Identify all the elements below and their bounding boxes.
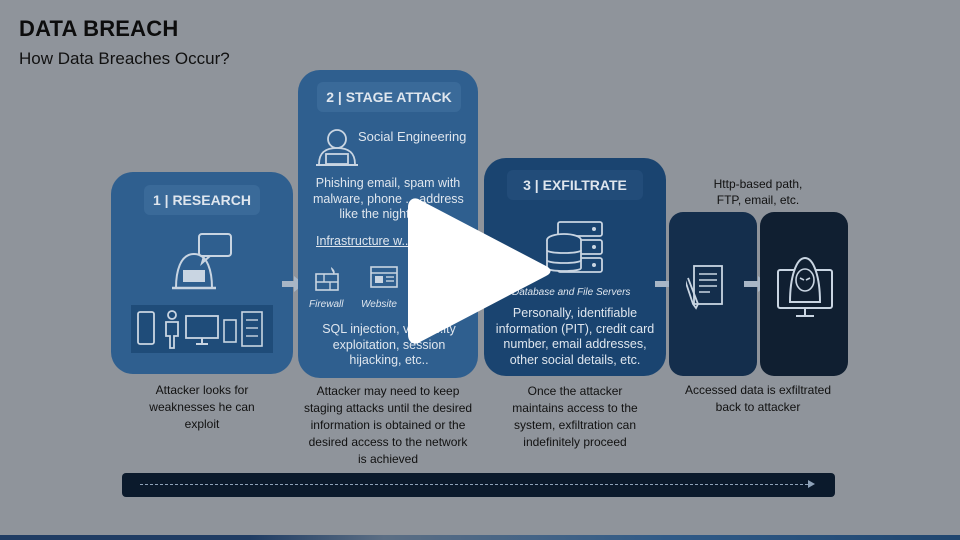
- timeline-arrow-head: [808, 480, 815, 488]
- firewall-icon: [315, 267, 339, 291]
- document-panel: [669, 212, 757, 376]
- research-caption: Attacker looks for weaknesses he can exp…: [149, 383, 255, 431]
- server-rack-icon: [223, 311, 263, 347]
- research-label: 1 | RESEARCH: [144, 185, 260, 215]
- infrastructure-heading: Infrastructure w...: [316, 234, 412, 248]
- slide-subtitle: How Data Breaches Occur?: [19, 49, 230, 68]
- play-icon[interactable]: [406, 190, 554, 352]
- stage-attack-caption: Attacker may need to keep staging attack…: [303, 384, 473, 466]
- slide-title: DATA BREACH: [19, 16, 179, 41]
- document-pen-icon: [686, 265, 723, 310]
- servers-label: Database and File Servers: [512, 287, 631, 298]
- exfiltrate-caption: Once the attacker maintains access to th…: [512, 384, 638, 449]
- return-caption: Accessed data is exfiltrated back to att…: [684, 383, 832, 414]
- database-server-icon: [546, 221, 603, 273]
- social-engineering-heading: Social Engineering: [358, 129, 467, 144]
- smartphone-icon: [137, 311, 155, 345]
- exfil-path-text: Http-based path, FTP, email, etc.: [713, 177, 803, 207]
- hooded-hacker-monitor-icon: [777, 256, 833, 317]
- devices-icons: [137, 310, 263, 349]
- bottom-strip: [0, 535, 960, 540]
- firewall-label: Firewall: [309, 299, 344, 310]
- stage-attack-label: 2 | STAGE ATTACK: [317, 82, 461, 112]
- hacker-laptop-icon: [172, 233, 232, 290]
- timeline-dashes: [140, 484, 808, 485]
- hacker-laptop-icon: [316, 129, 358, 166]
- exfiltrate-label: 3 | EXFILTRATE: [507, 170, 643, 200]
- website-icon: [370, 266, 398, 288]
- pii-text: Personally, identifiable information (PI…: [495, 306, 655, 367]
- monitor-icon: [185, 315, 219, 345]
- person-icon: [165, 310, 179, 349]
- website-label: Website: [361, 299, 397, 310]
- timeline-bar: [122, 473, 835, 497]
